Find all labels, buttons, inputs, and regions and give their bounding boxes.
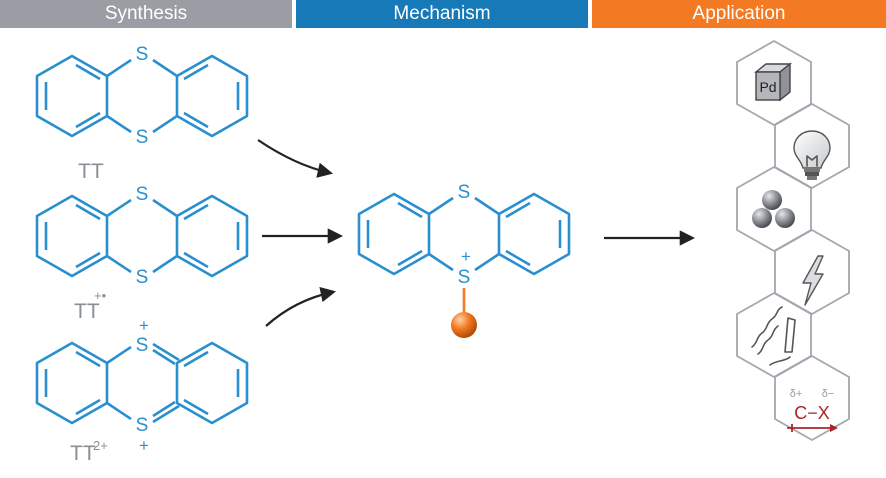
tt-sulfur-top: S: [136, 44, 149, 65]
protein-structure-icon: [751, 306, 796, 366]
tt-radical-superscript: +•: [94, 288, 107, 303]
delta-plus-label: δ+: [790, 388, 803, 400]
arrow-from-tt: [257, 139, 334, 178]
delta-minus-label: δ−: [822, 388, 835, 400]
tt-label: TT: [78, 160, 104, 183]
molecule-thianthrenium-product: S + S: [357, 182, 571, 338]
mechanism-header: Mechanism: [296, 0, 588, 28]
hex-biomolecules: [736, 291, 812, 379]
spheres-icon: [752, 190, 795, 228]
light-bulb-icon: [793, 130, 831, 180]
tt-dication-superscript: 2+: [93, 438, 108, 453]
substituent-ball: [451, 312, 477, 338]
product-sulfur-bottom: S: [458, 267, 471, 288]
product-sulfur-top: S: [458, 182, 471, 203]
bond-polarization-icon: δ+ δ− C−X: [787, 388, 838, 432]
product-charge: +: [461, 247, 471, 266]
tt-radical-label: TT: [74, 300, 100, 323]
synthesis-header: Synthesis: [0, 0, 292, 28]
hex-bond-polarization: [774, 354, 850, 442]
tt-dication-charge-top: +: [139, 316, 149, 335]
molecule-tt-radical-cation: S S TT +•: [35, 184, 249, 323]
tt-radical-sulfur-bottom: S: [136, 267, 149, 288]
tt-sulfur-bottom: S: [136, 127, 149, 148]
arrow-from-tt-dication: [265, 287, 337, 327]
application-header: Application: [592, 0, 886, 28]
pd-cube-icon: Pd: [754, 62, 792, 102]
tt-dication-label: TT: [70, 442, 96, 465]
molecule-tt-dication: + S S + TT 2+: [35, 316, 249, 465]
tt-radical-sulfur-top: S: [136, 184, 149, 205]
tt-dication-charge-bottom: +: [139, 436, 149, 455]
lightning-bolt-icon: [802, 255, 824, 306]
application-hexagon-stack: Pd δ+ δ− C−: [736, 39, 850, 442]
molecule-tt: S S TT: [35, 44, 249, 183]
pd-label: Pd: [759, 79, 776, 95]
c-x-bond-label: C−X: [794, 403, 830, 423]
tt-dication-sulfur-top: S: [136, 335, 149, 356]
tt-dication-sulfur-bottom: S: [136, 415, 149, 436]
